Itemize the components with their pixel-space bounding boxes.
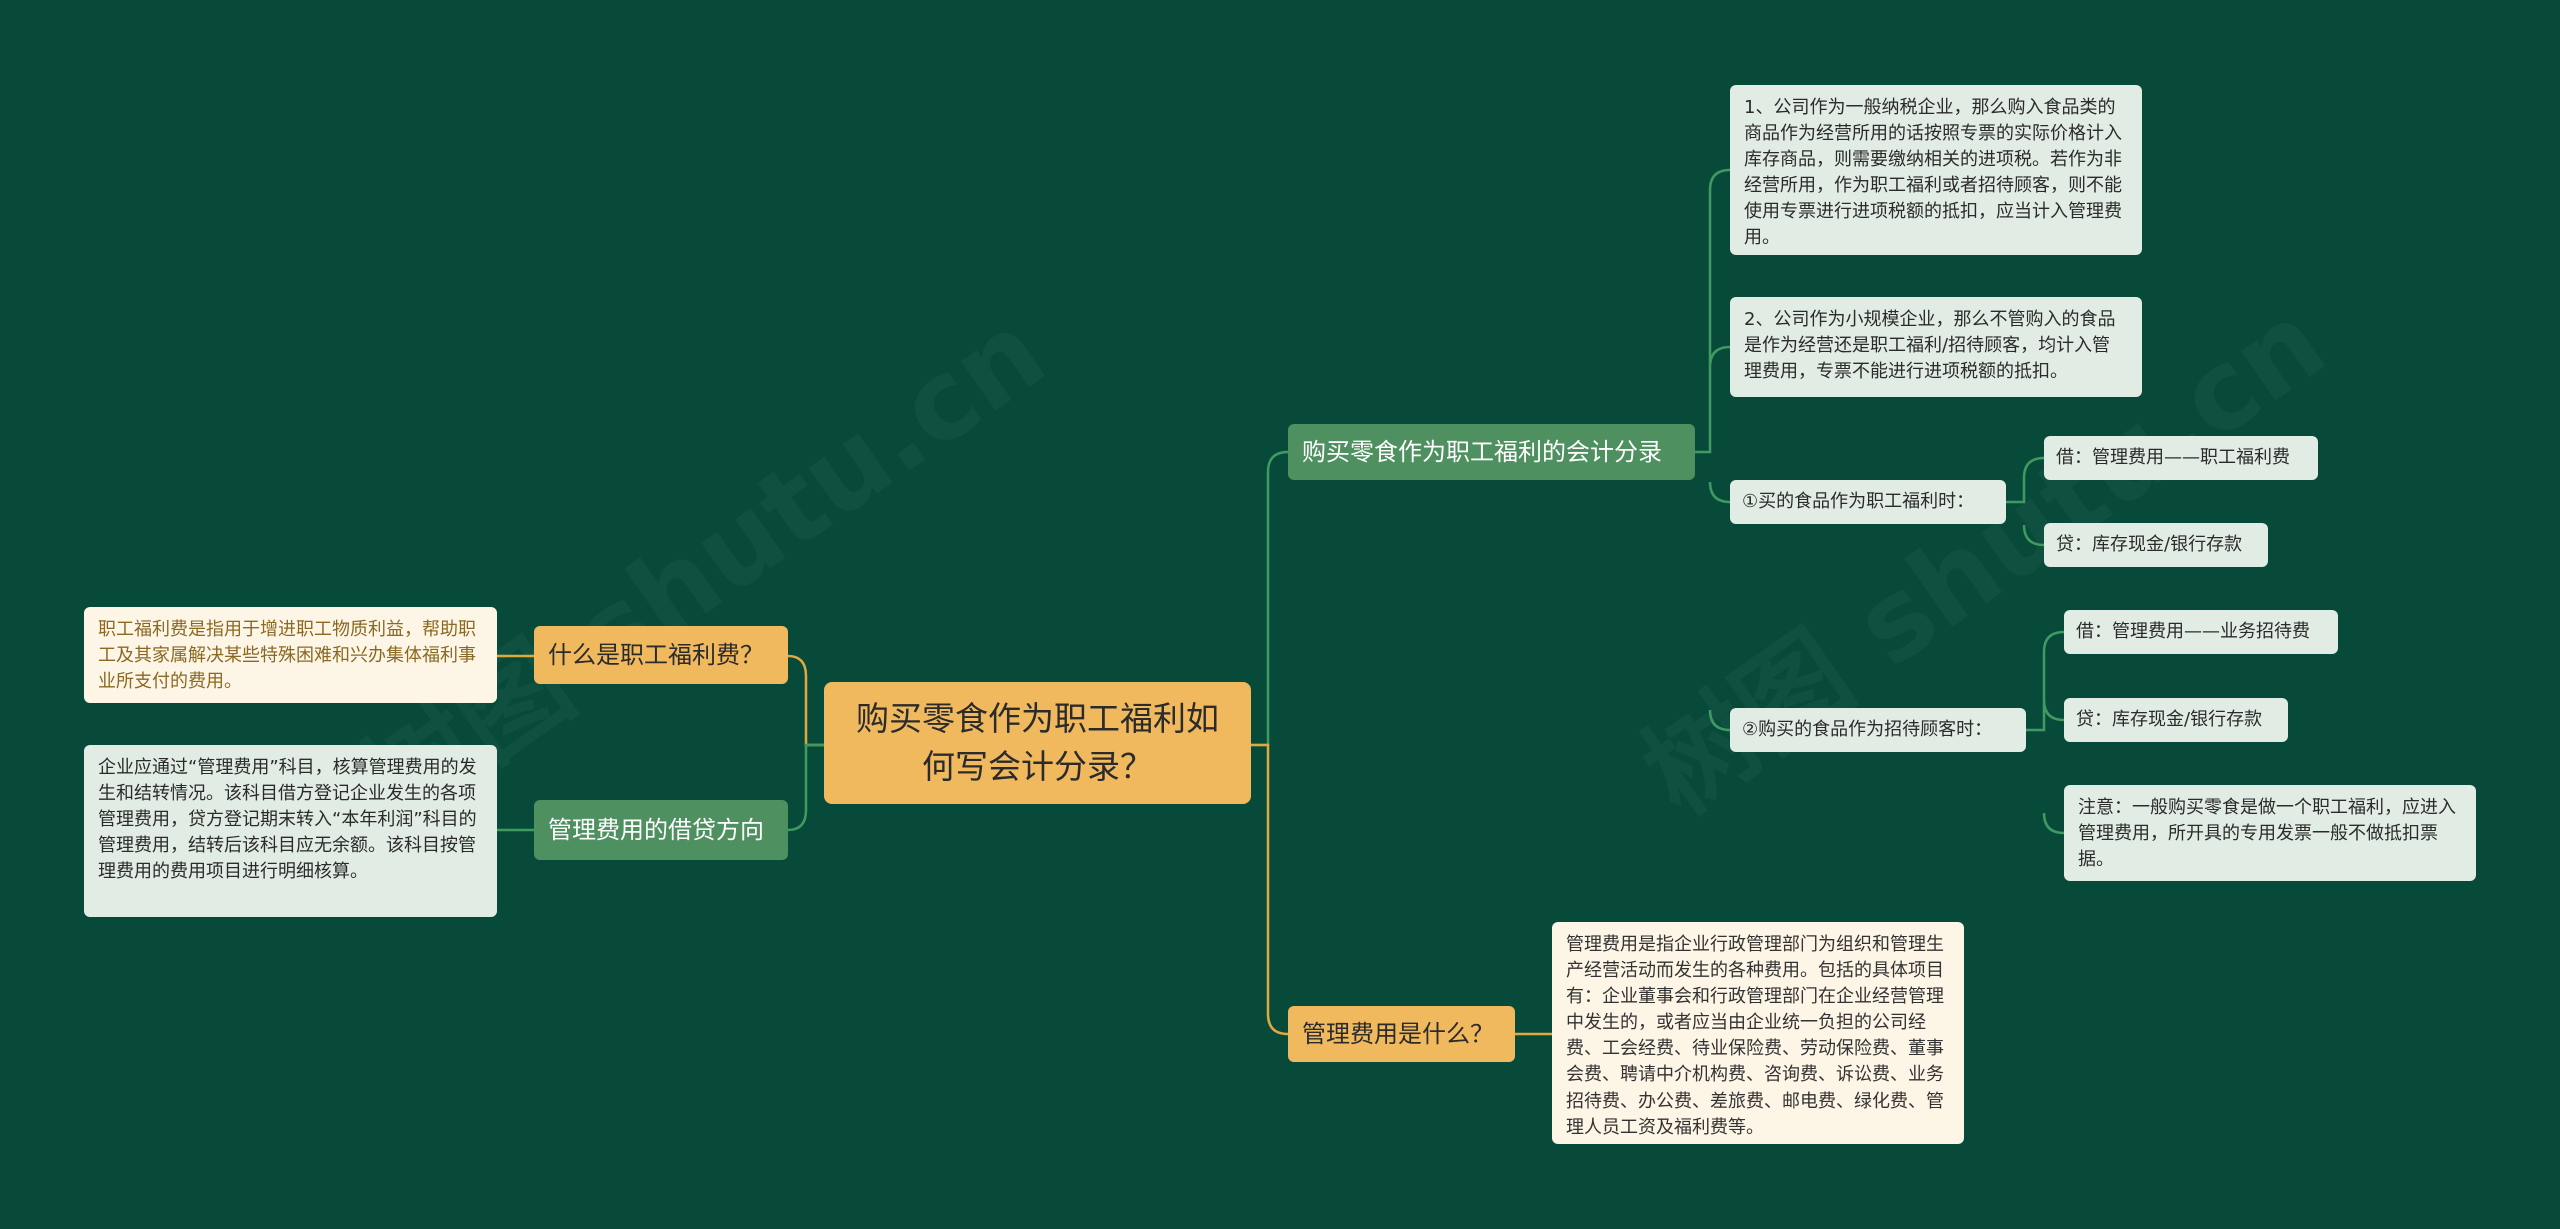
leaf-general-taxpayer[interactable]: 1、公司作为一般纳税企业，那么购入食品类的商品作为经营所用的话按照专票的实际价格… — [1730, 85, 2142, 255]
topic-accounting-entries[interactable]: 购买零食作为职工福利的会计分录 — [1288, 424, 1695, 480]
leaf-text: 借：管理费用——业务招待费 — [2076, 620, 2310, 642]
link-case1-branches — [2006, 456, 2045, 547]
leaf-text: 1、公司作为一般纳税企业，那么购入食品类的商品作为经营所用的话按照专票的实际价格… — [1744, 97, 2122, 249]
leaf-case2-credit[interactable]: 贷：库存现金/银行存款 — [2064, 698, 2288, 742]
leaf-text: 管理费用是指企业行政管理部门为组织和管理生产经营活动而发生的各种费用。包括的具体… — [1566, 934, 1944, 1138]
leaf-small-scale[interactable]: 2、公司作为小规模企业，那么不管购入的食品是作为经营还是职工福利/招待顾客，均计… — [1730, 297, 2142, 397]
link-root-left-topic1 — [787, 654, 824, 747]
root-text: 购买零食作为职工福利如何写会计分录？ — [856, 699, 1219, 786]
leaf-text: 贷：库存现金/银行存款 — [2076, 708, 2263, 730]
link-root-right-topic2 — [1251, 743, 1289, 1036]
topic-what-is-welfare-expense[interactable]: 什么是职工福利费？ — [534, 626, 788, 684]
topic-label: 什么是职工福利费？ — [548, 640, 764, 669]
leaf-admin-expense-detail[interactable]: 管理费用是指企业行政管理部门为组织和管理生产经营活动而发生的各种费用。包括的具体… — [1552, 922, 1964, 1144]
leaf-text: 借：管理费用——职工福利费 — [2056, 446, 2290, 468]
leaf-case2-note[interactable]: 注意：一般购买零食是做一个职工福利，应进入管理费用，所开具的专用发票一般不做抵扣… — [2064, 785, 2476, 881]
topic-debit-credit-direction[interactable]: 管理费用的借贷方向 — [534, 800, 788, 860]
leaf-text: 2、公司作为小规模企业，那么不管购入的食品是作为经营还是职工福利/招待顾客，均计… — [1744, 309, 2116, 383]
topic-label: 购买零食作为职工福利的会计分录 — [1302, 437, 1662, 466]
leaf-welfare-definition[interactable]: 职工福利费是指用于增进职工物质利益，帮助职工及其家属解决某些特殊困难和兴办集体福… — [84, 607, 497, 703]
link-root-right-topic1 — [1251, 450, 1289, 747]
link-topic1-branches — [1695, 168, 1731, 732]
leaf-case-welfare[interactable]: ①买的食品作为职工福利时： — [1730, 480, 2006, 524]
root-node[interactable]: 购买零食作为职工福利如何写会计分录？ — [824, 682, 1251, 804]
link-root-left-topic2 — [787, 743, 824, 832]
topic-what-is-admin-expense[interactable]: 管理费用是什么？ — [1288, 1006, 1515, 1062]
leaf-text: ①买的食品作为职工福利时： — [1742, 490, 1975, 512]
leaf-text: 企业应通过“管理费用”科目，核算管理费用的发生和结转情况。该科目借方登记企业发生… — [98, 757, 477, 883]
topic-label: 管理费用是什么？ — [1302, 1019, 1494, 1048]
leaf-text: 职工福利费是指用于增进职工物质利益，帮助职工及其家属解决某些特殊困难和兴办集体福… — [98, 619, 476, 693]
leaf-debit-credit-detail[interactable]: 企业应通过“管理费用”科目，核算管理费用的发生和结转情况。该科目借方登记企业发生… — [84, 745, 497, 917]
leaf-text: 贷：库存现金/银行存款 — [2056, 533, 2243, 555]
leaf-text: 注意：一般购买零食是做一个职工福利，应进入管理费用，所开具的专用发票一般不做抵扣… — [2078, 797, 2456, 871]
leaf-case-entertain[interactable]: ②购买的食品作为招待顾客时： — [1730, 708, 2026, 752]
topic-label: 管理费用的借贷方向 — [548, 815, 764, 844]
leaf-case1-debit[interactable]: 借：管理费用——职工福利费 — [2044, 436, 2318, 480]
leaf-text: ②购买的食品作为招待顾客时： — [1742, 718, 1993, 740]
link-case2-branches — [2026, 630, 2065, 835]
leaf-case2-debit[interactable]: 借：管理费用——业务招待费 — [2064, 610, 2338, 654]
leaf-case1-credit[interactable]: 贷：库存现金/银行存款 — [2044, 523, 2268, 567]
